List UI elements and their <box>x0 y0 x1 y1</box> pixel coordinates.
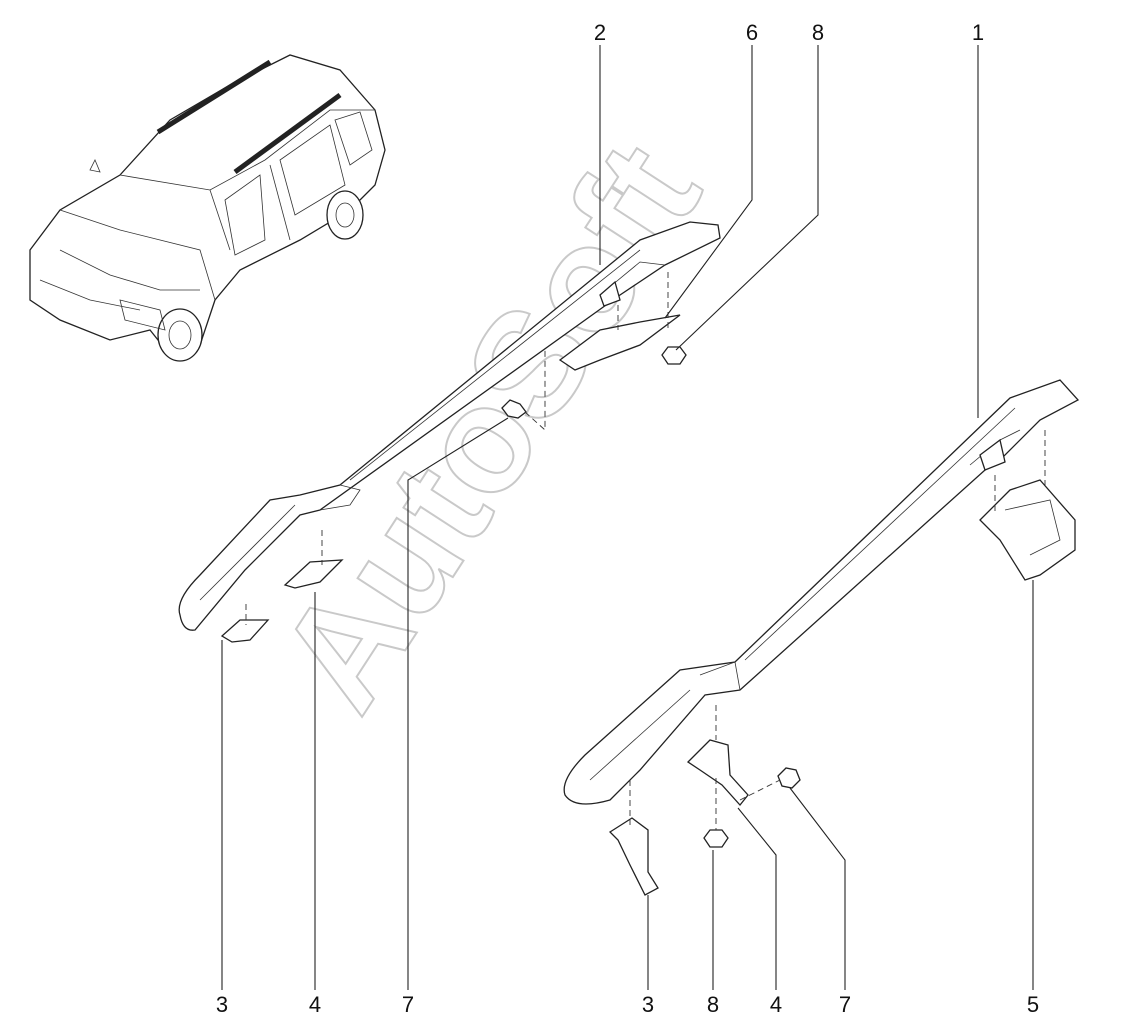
callout-bottom-7-left: 7 <box>402 992 414 1017</box>
right-rear-bracket <box>979 479 1076 581</box>
left-screw <box>501 399 527 419</box>
left-roof-rail <box>178 221 721 631</box>
callout-bottom-3-right: 3 <box>642 992 654 1017</box>
right-roof-rail <box>563 379 1080 805</box>
left-rear-nut <box>661 346 687 365</box>
callout-bottom-4-left: 4 <box>309 992 321 1017</box>
car-overview-illustration <box>29 54 386 362</box>
callout-bottom-8-right: 8 <box>707 992 719 1017</box>
left-rear-bracket <box>558 314 681 371</box>
left-middle-bracket <box>283 559 344 589</box>
callout-bottom-7-right: 7 <box>839 992 851 1017</box>
callout-bottom-5: 5 <box>1027 992 1039 1017</box>
callout-top-8: 8 <box>812 20 824 45</box>
callout-top-6: 6 <box>746 20 758 45</box>
right-middle-bracket <box>686 739 749 807</box>
callout-top-1: 1 <box>972 20 984 45</box>
callout-top-2: 2 <box>594 20 606 45</box>
callout-bottom-4-right: 4 <box>770 992 782 1017</box>
callout-bottom-3-left: 3 <box>216 992 228 1017</box>
left-front-bracket <box>220 619 270 643</box>
right-front-bracket <box>608 817 659 896</box>
leader-lines <box>221 45 1034 990</box>
right-nut <box>703 829 729 848</box>
right-screw <box>777 767 801 789</box>
